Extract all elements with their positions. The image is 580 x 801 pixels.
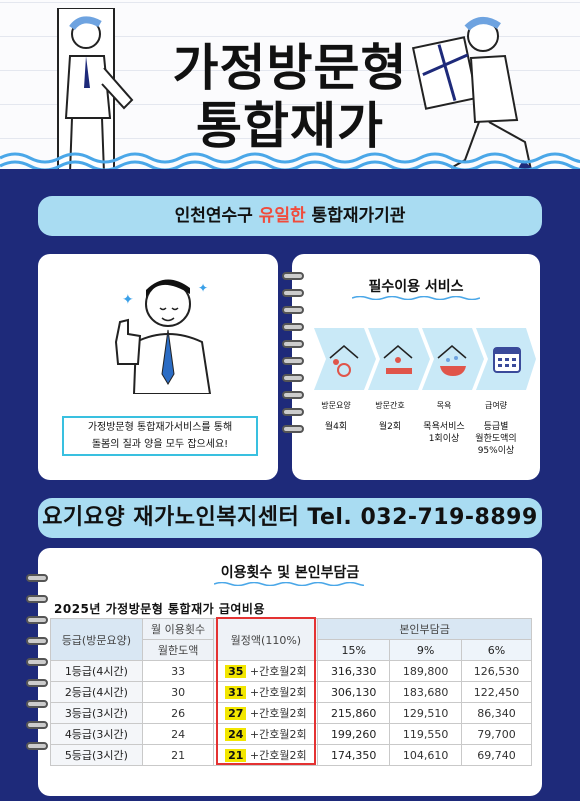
fee-table-caption: 2025년 가정방문형 통합재가 급여비용: [54, 602, 265, 616]
service-item-benefit: 급여량 등급별 월한도액의 95%이상: [475, 401, 517, 456]
thumbs-up-person-icon: ✦ ✦: [114, 279, 212, 394]
service-item-home-care: 방문요양 월4회: [321, 401, 351, 432]
header: 가정방문형 통합재가: [0, 0, 580, 172]
table-row: 2등급(4시간) 30 31 +간호월2회 306,130 183,680 12…: [50, 681, 532, 703]
title-wave-underline: [214, 582, 364, 586]
contact-banner: 요기요양 재가노인복지센터 Tel. 032-719-8899: [38, 498, 542, 538]
nurse-bed-icon: [383, 345, 413, 374]
header-monthly-count: 월 이용횟수: [141, 618, 215, 640]
banner-highlight: 유일한: [258, 206, 306, 226]
intro-card: ✦ ✦ 가정방문형 통합재가서비스를 통해 돌봄의 질과 양을 모두 잡으세요!: [38, 254, 278, 480]
fee-table-header-row: 등급(방문요양) 월 이용횟수 월정액(110%) 본인부담금: [50, 618, 532, 661]
institution-banner: 인천연수구 유일한 통합재가기관: [38, 196, 542, 236]
table-row: 1등급(4시간) 33 35 +간호월2회 316,330 189,800 12…: [50, 660, 532, 682]
table-row: 3등급(3시간) 26 27 +간호월2회 215,860 129,510 86…: [50, 702, 532, 724]
banner-suffix: 통합재가기관: [305, 206, 406, 226]
header-pct-15: 15%: [317, 639, 391, 661]
table-row: 4등급(3시간) 24 24 +간호월2회 199,260 119,550 79…: [50, 723, 532, 745]
header-copay: 본인부담금: [317, 618, 532, 640]
header-pct-9: 9%: [389, 639, 463, 661]
header-pct-6: 6%: [461, 639, 532, 661]
calendar-icon: [493, 347, 521, 373]
header-grade: 등급(방문요양): [50, 618, 143, 661]
service-item-nursing: 방문간호 월2회: [375, 401, 405, 432]
page-title-line1: 가정방문형: [172, 39, 408, 97]
page-title-line2: 통합재가: [196, 97, 384, 155]
fee-table: 등급(방문요양) 월 이용횟수 월정액(110%) 본인부담금 월한도액 15%…: [50, 618, 532, 766]
header-monthly-limit: 월한도액: [141, 639, 215, 661]
banner-prefix: 인천연수구: [174, 206, 259, 226]
bathtub-icon: [437, 345, 467, 376]
header-fixed-amount: 월정액(110%): [213, 618, 319, 661]
wave-divider: [0, 152, 580, 172]
title-wave-underline: [352, 296, 480, 300]
table-row: 5등급(3시간) 21 21 +간호월2회 174,350 104,610 69…: [50, 744, 532, 766]
intro-quote-line2: 돌봄의 질과 양을 모두 잡으세요!: [91, 439, 229, 450]
service-chevron-row: [314, 328, 536, 390]
spiral-binding-icon: [282, 272, 312, 442]
svg-text:✦: ✦: [198, 281, 208, 295]
intro-quote-line1: 가정방문형 통합재가서비스를 통해: [87, 422, 233, 433]
spiral-binding-icon: [26, 574, 56, 763]
person-door-icon: [57, 8, 134, 172]
wheelchair-icon: [329, 345, 359, 377]
person-box-icon: [411, 17, 537, 172]
svg-text:✦: ✦: [122, 292, 134, 308]
services-title: 필수이용 서비스: [368, 279, 464, 295]
fee-section-title: 이용횟수 및 본인부담금: [220, 565, 360, 581]
fee-table-subheader-row: 월한도액 15% 9% 6%: [51, 639, 532, 661]
fee-card: 이용횟수 및 본인부담금 2025년 가정방문형 통합재가 급여비용 등급(방문…: [26, 548, 542, 796]
services-card: 필수이용 서비스: [282, 254, 540, 480]
service-item-bathing: 목욕 목욕서비스 1회이상: [423, 401, 465, 444]
intro-quote-box: 가정방문형 통합재가서비스를 통해 돌봄의 질과 양을 모두 잡으세요!: [62, 416, 258, 456]
